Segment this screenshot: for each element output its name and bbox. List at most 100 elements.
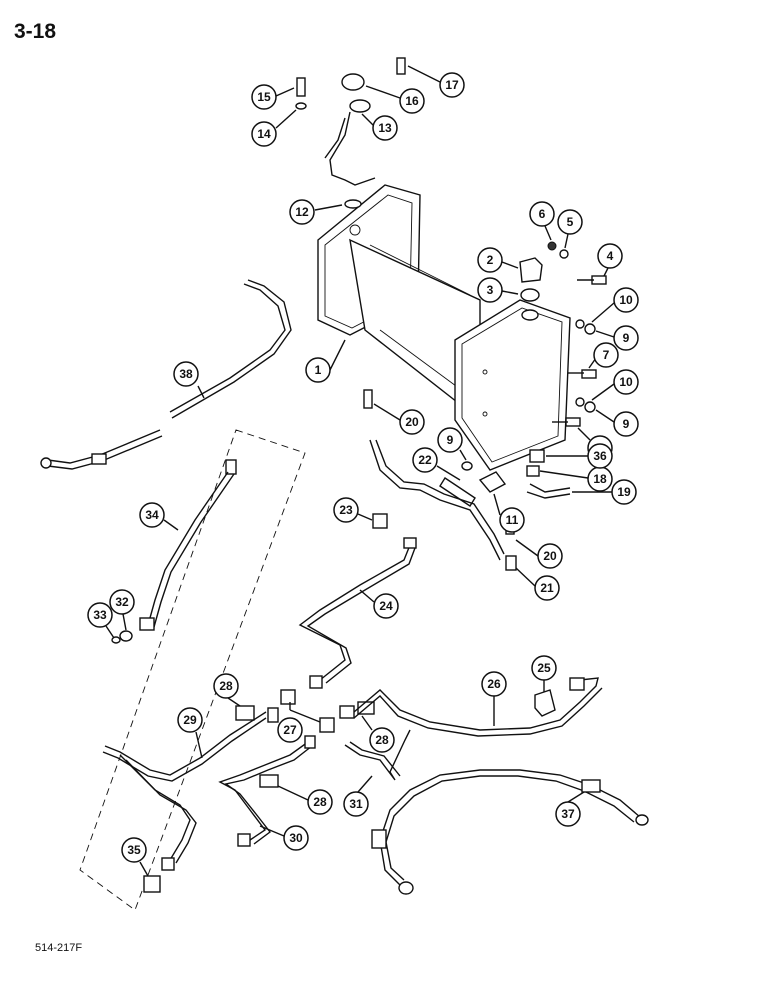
callout-38: 38 [173,361,205,399]
callout-10-a-label: 10 [619,293,633,307]
callout-35-label: 35 [127,843,141,857]
callout-18-label: 18 [593,472,607,486]
callout-31: 31 [343,775,373,817]
callout-11: 11 [493,493,525,533]
callout-28-a-label: 28 [219,679,233,693]
callout-33-label: 33 [93,608,107,622]
callout-10-a: 10 [591,287,639,323]
callout-19: 19 [572,479,637,505]
callout-9-a-label: 9 [623,331,630,345]
dashed-panel [79,429,306,911]
callout-20-b: 20 [515,539,563,569]
callout-3-label: 3 [487,283,494,297]
hose-37 [371,769,649,895]
callout-14-label: 14 [257,127,271,141]
callout-5-label: 5 [567,215,574,229]
callout-12: 12 [289,199,343,225]
line-31 [344,729,411,781]
callout-2-label: 2 [487,253,494,267]
callout-26: 26 [481,671,507,726]
callout-28-c-label: 28 [313,795,327,809]
line-29 [102,711,267,893]
callout-22-label: 22 [418,453,432,467]
callout-9-c-label: 9 [447,433,454,447]
callout-15-label: 15 [257,90,271,104]
callout-11-label: 11 [506,513,519,527]
callout-7: 7 [588,342,619,369]
callout-2: 2 [477,247,519,273]
line-26 [353,677,603,737]
callout-16: 16 [365,85,425,114]
callout-17: 17 [407,65,465,98]
callout-9-b-label: 9 [623,417,630,431]
callout-9-b: 9 [595,409,639,437]
callout-20-b-label: 20 [543,549,557,563]
callout-21-label: 21 [540,581,554,595]
callout-36: 36 [546,443,613,469]
callout-4-label: 4 [607,249,614,263]
callout-37: 37 [555,791,585,827]
sender-assembly [295,57,406,209]
callout-1: 1 [305,339,346,383]
callout-10-b-label: 10 [619,375,633,389]
callout-28-c: 28 [277,785,333,815]
callout-6-label: 6 [539,207,546,221]
callout-15: 15 [251,84,295,110]
line-30 [218,735,316,847]
callout-32: 32 [109,589,135,631]
document-code: 514-217F [35,942,83,954]
callout-17-label: 17 [445,78,459,92]
callout-28-a: 28 [213,673,241,707]
callout-5: 5 [557,209,583,249]
callout-13-label: 13 [378,121,392,135]
callout-13: 13 [361,113,398,141]
callout-33: 33 [87,602,115,639]
callout-25: 25 [531,655,557,692]
callout-20-a: 20 [373,403,425,435]
callout-24-label: 24 [379,599,393,613]
callout-31-label: 31 [349,797,363,811]
callout-14: 14 [251,109,297,147]
callout-34-label: 34 [145,508,159,522]
callout-25-label: 25 [537,661,551,675]
callout-10-b: 10 [591,369,639,401]
callout-22: 22 [412,447,461,481]
callout-16-label: 16 [405,94,419,108]
callout-3: 3 [477,277,519,303]
callout-9-c: 9 [437,427,467,461]
callout-29-label: 29 [183,713,197,727]
callout-18: 18 [539,466,613,492]
callout-28-b-label: 28 [375,733,389,747]
callout-7-label: 7 [603,348,610,362]
line-38 [40,279,292,470]
callout-35: 35 [121,837,149,877]
callout-38-label: 38 [179,367,193,381]
callout-34: 34 [139,502,179,531]
fuel-tank [317,184,571,471]
page-number: 3-18 [14,20,57,43]
callout-4: 4 [597,243,623,277]
callout-23-label: 23 [339,503,353,517]
callout-29: 29 [177,707,203,759]
callout-21: 21 [515,567,560,601]
line-24 [298,513,417,689]
callout-19-label: 19 [617,485,631,499]
callout-24: 24 [359,589,399,619]
callout-36-label: 36 [593,449,607,463]
callout-28-b: 28 [361,715,395,753]
callout-12-label: 12 [295,205,309,219]
callout-27-label: 27 [283,723,297,737]
callout-32-label: 32 [115,595,129,609]
callout-6: 6 [529,201,555,241]
callout-20-a-label: 20 [405,415,419,429]
callout-30-label: 30 [289,831,303,845]
callout-23: 23 [333,497,373,523]
callout-27: 27 [277,702,321,743]
callout-26-label: 26 [487,677,501,691]
callout-30: 30 [259,825,309,851]
line-34 [111,459,237,644]
callout-1-label: 1 [315,363,322,377]
callout-9-a: 9 [595,325,639,351]
right-fittings [439,241,607,507]
